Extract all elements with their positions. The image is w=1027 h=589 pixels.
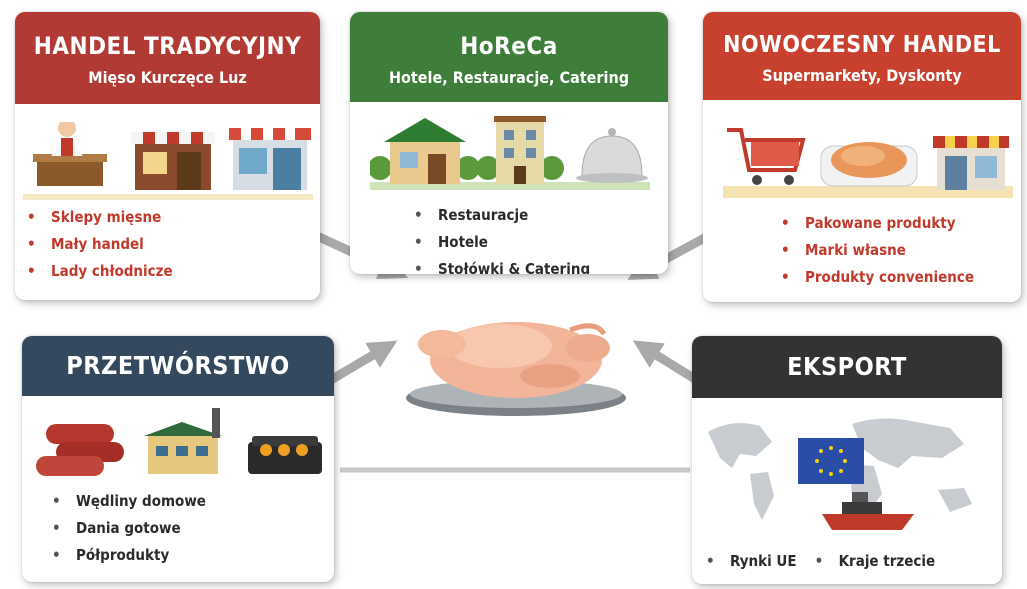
card-przetworstwo: PRZETWÓRSTWO — [22, 336, 334, 582]
storefront-icon — [229, 128, 311, 190]
list-item: •Sklepy mięsne — [27, 204, 173, 231]
card-title: HANDEL TRADYCYJNY — [33, 32, 302, 60]
card-horeca: HoReCa Hotele, Restauracje, Catering — [350, 12, 668, 274]
handel-list: •Sklepy mięsne •Mały handel •Lady chłodn… — [27, 204, 173, 285]
ship-icon — [822, 492, 914, 530]
bullet-icon: • — [781, 241, 790, 259]
list-item: •Marki własne — [781, 237, 974, 264]
list-item: •Rynki UE — [706, 548, 797, 575]
cart-icon — [727, 128, 806, 185]
central-chicken — [400, 290, 632, 420]
bullet-icon: • — [27, 262, 36, 280]
list-item: •Lady chłodnicze — [27, 258, 173, 285]
nowoczesny-list: •Pakowane produkty •Marki własne •Produk… — [781, 210, 974, 291]
card-subtitle: Mięso Kurczęce Luz — [88, 68, 247, 87]
ready-meal-icon — [248, 436, 322, 474]
chicken-icon — [406, 322, 626, 416]
bullet-icon: • — [27, 235, 36, 253]
card-title: EKSPORT — [787, 352, 907, 381]
card-title: HoReCa — [460, 32, 558, 60]
eu-flag-icon — [798, 438, 864, 484]
card-nowoczesny-handel: NOWOCZESNY HANDEL Supermarkety, Dyskonty — [703, 12, 1021, 302]
bullet-icon: • — [706, 552, 715, 570]
hotel-icon — [476, 116, 564, 184]
bullet-icon: • — [52, 546, 61, 564]
eksport-illustration — [702, 408, 994, 538]
list-item: •Produkty convenience — [781, 264, 974, 291]
list-item: •Restauracje — [414, 202, 590, 229]
card-subtitle: Supermarkety, Dyskonty — [762, 66, 962, 85]
card-header: NOWOCZESNY HANDEL Supermarkety, Dyskonty — [703, 12, 1021, 100]
restaurant-icon — [370, 118, 480, 184]
card-title: NOWOCZESNY HANDEL — [723, 32, 1001, 58]
horeca-illustration — [370, 110, 650, 192]
card-header: HANDEL TRADYCYJNY Mięso Kurczęce Luz — [15, 12, 320, 104]
bullet-icon: • — [814, 552, 824, 570]
bullet-icon: • — [414, 260, 423, 274]
przetworstwo-illustration — [32, 400, 332, 480]
list-item: •Mały handel — [27, 231, 173, 258]
butcher-icon — [33, 116, 107, 186]
factory-icon — [144, 408, 222, 474]
shop-icon — [131, 132, 215, 190]
bullet-icon: • — [414, 233, 423, 251]
list-item: •Wędliny domowe — [52, 488, 206, 515]
bullet-icon: • — [52, 492, 61, 510]
card-header: HoReCa Hotele, Restauracje, Catering — [350, 12, 668, 102]
list-item: •Stołówki & Catering — [414, 256, 590, 274]
list-item: •Dania gotowe — [52, 515, 206, 542]
list-item: •Kraje trzecie — [815, 548, 936, 575]
bullet-icon: • — [781, 268, 790, 286]
list-item: •Hotele — [414, 229, 590, 256]
card-eksport: EKSPORT — [692, 336, 1002, 584]
card-header: PRZETWÓRSTWO — [22, 336, 334, 396]
list-item: •Półprodukty — [52, 542, 206, 569]
cloche-icon — [576, 128, 648, 183]
card-handel-tradycyjny: HANDEL TRADYCYJNY Mięso Kurczęce Luz — [15, 12, 320, 300]
bullet-icon: • — [781, 214, 790, 232]
card-title: PRZETWÓRSTWO — [66, 351, 290, 380]
packaged-chicken-icon — [820, 142, 918, 187]
card-header: EKSPORT — [692, 336, 1002, 398]
sausage-icon — [36, 424, 124, 476]
handel-illustration — [23, 112, 313, 202]
bullet-icon: • — [52, 519, 61, 537]
bullet-icon: • — [27, 208, 36, 226]
bullet-icon: • — [414, 206, 423, 224]
eksport-list: •Rynki UE •Kraje trzecie — [706, 548, 935, 575]
horeca-list: •Restauracje •Hotele •Stołówki & Caterin… — [414, 202, 590, 274]
przetworstwo-list: •Wędliny domowe •Dania gotowe •Półproduk… — [52, 488, 206, 569]
list-item: •Pakowane produkty — [781, 210, 974, 237]
nowoczesny-illustration — [723, 116, 1013, 204]
card-subtitle: Hotele, Restauracje, Catering — [388, 68, 630, 87]
supermarket-icon — [933, 136, 1009, 190]
